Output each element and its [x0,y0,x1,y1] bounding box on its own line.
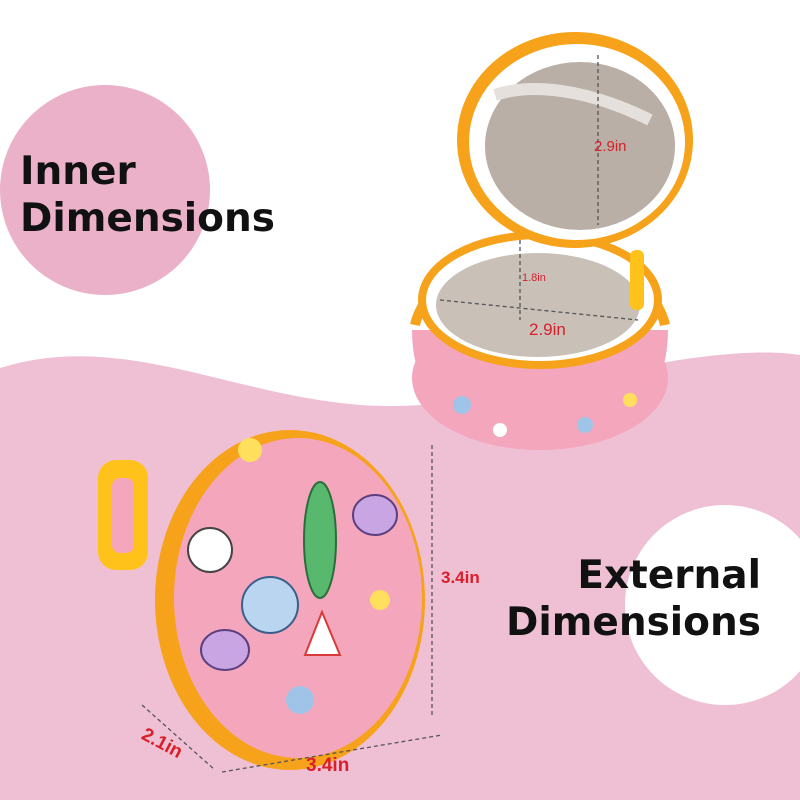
external-heading-line-1: External [577,553,761,598]
external-label-circle [625,505,800,705]
inner-width-label: 2.9in [529,320,566,339]
external-heading-line-2: Dimensions [506,600,761,645]
inner-lid-height-label: 2.9in [594,138,627,155]
external-width-label: 3.4in [306,755,350,776]
closed-case [98,430,443,773]
inner-dimensions-heading: Inner Dimensions [20,152,275,246]
external-dimensions-heading: External Dimensions [506,556,761,650]
inner-label-circle [0,85,210,295]
inner-depth-label: 1.8in [522,272,546,284]
open-case [410,32,693,450]
external-height-label: 3.4in [441,568,480,587]
inner-heading-line-2: Dimensions [20,196,275,241]
inner-heading-line-1: Inner [20,149,136,194]
